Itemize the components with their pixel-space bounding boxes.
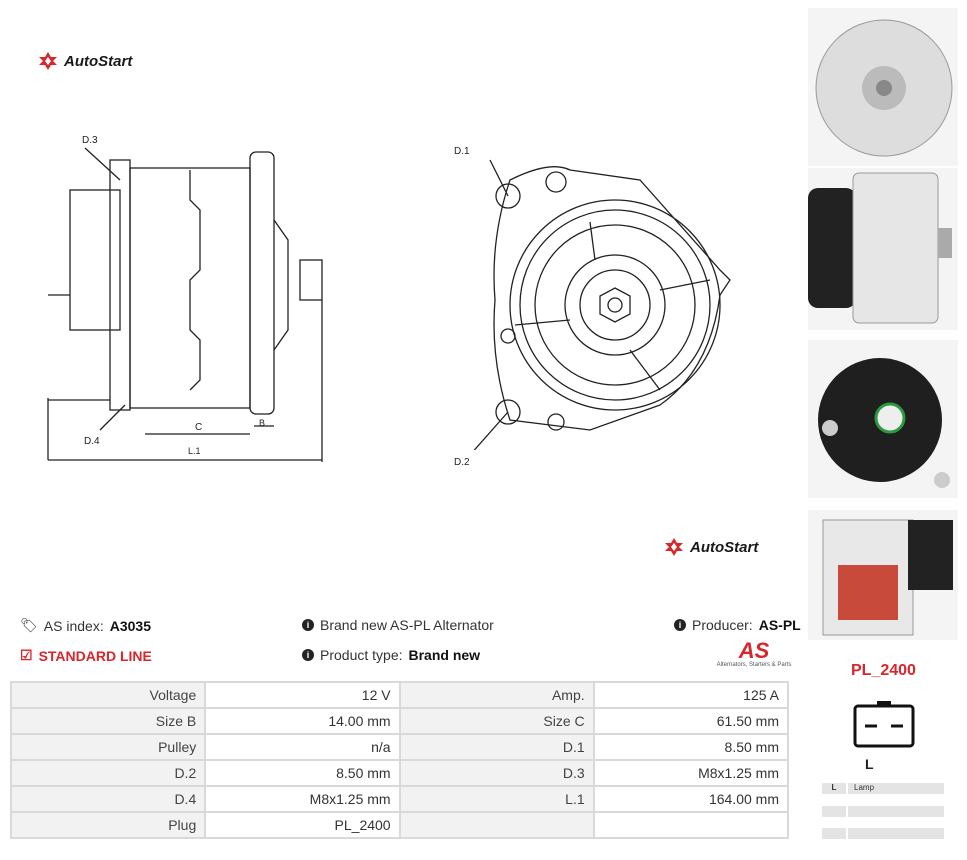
plug-legend-key: L (822, 783, 848, 794)
spec-value: 14.00 mm (204, 707, 401, 735)
spec-value: 12 V (204, 681, 401, 709)
spec-label: D.1 (398, 733, 595, 761)
spec-value: 8.50 mm (204, 759, 401, 787)
asp-logo-tagline: Alternators, Starters & Parts (716, 662, 792, 668)
product-photo-angle (808, 510, 958, 640)
spec-value: 61.50 mm (592, 707, 790, 735)
as-index-label: AS index: (43, 617, 104, 634)
product-photo-side (808, 168, 958, 330)
spec-value: 8.50 mm (592, 733, 790, 761)
spec-value: 125 A (592, 681, 790, 709)
producer-value: AS-PL (758, 617, 801, 633)
spec-value: n/a (204, 733, 401, 761)
autostart-logo-icon (665, 538, 683, 556)
spec-label: Amp. (398, 681, 595, 709)
tags-icon: 🏷︎ (20, 617, 38, 633)
checkbox-checked-icon: ☑ (20, 647, 33, 663)
plug-connector-icon (853, 701, 915, 748)
label-d4: D.4 (84, 436, 100, 447)
brand-logo: AutoStart (38, 51, 132, 71)
spec-value: M8x1.25 mm (592, 759, 790, 787)
brand-name: AutoStart (690, 538, 759, 556)
label-d1: D.1 (454, 146, 470, 157)
plug-legend-value (848, 806, 854, 817)
brand-new-info: i Brand new AS-PL Alternator (302, 617, 494, 633)
info-circle-icon: i (674, 619, 686, 631)
label-c: C (195, 422, 203, 433)
plug-legend-value: Lamp (854, 783, 875, 792)
side-view-drawing (47, 147, 323, 462)
producer-label: Producer: (692, 617, 753, 633)
plug-legend-key (822, 828, 848, 839)
producer: i Producer: AS-PL (674, 617, 801, 633)
standard-line-label: STANDARD LINE (38, 647, 152, 664)
brand-name: AutoStart (64, 52, 133, 70)
spec-label: Pulley (9, 733, 207, 761)
spec-label: D.2 (9, 759, 207, 787)
label-b: B (259, 418, 266, 428)
product-type-value: Brand new (408, 647, 481, 663)
spec-label (398, 811, 595, 839)
spec-label: Size C (398, 707, 595, 735)
autostart-logo-icon (39, 52, 57, 70)
brand-logo-secondary: AutoStart (664, 537, 758, 557)
spec-value (592, 811, 790, 839)
asp-logo-mark: AS (738, 638, 770, 663)
spec-value: PL_2400 (204, 811, 401, 839)
plug-legend-key (822, 806, 848, 817)
as-index: 🏷︎ AS index: A3035 (20, 617, 151, 634)
front-view-drawing (473, 159, 731, 450)
spec-value: 164.00 mm (592, 785, 790, 813)
spec-value: M8x1.25 mm (204, 785, 401, 813)
spec-label: D.4 (9, 785, 207, 813)
info-circle-icon: i (302, 649, 314, 661)
product-type: i Product type: Brand new (302, 647, 480, 663)
spec-label: Voltage (9, 681, 207, 709)
plug-pin-label: L (865, 756, 874, 772)
plug-legend-value (848, 828, 854, 839)
plug-code: PL_2400 (851, 662, 916, 679)
plug-legend-row (822, 806, 944, 817)
plug-legend-row: L Lamp (822, 783, 944, 794)
brand-new-label: Brand new AS-PL Alternator (320, 617, 494, 633)
product-photo-rear (808, 340, 958, 498)
standard-line-badge: ☑ STANDARD LINE (20, 647, 152, 664)
label-l1: L.1 (188, 446, 201, 456)
spec-label: Size B (9, 707, 207, 735)
label-d2: D.2 (454, 457, 470, 468)
info-circle-icon: i (302, 619, 314, 631)
product-photo-front (808, 8, 958, 166)
asp-logo: AS Alternators, Starters & Parts (716, 638, 792, 669)
spec-label: D.3 (398, 759, 595, 787)
spec-label: L.1 (398, 785, 595, 813)
product-type-label: Product type: (320, 647, 403, 663)
plug-legend-row (822, 828, 944, 839)
spec-label: Plug (9, 811, 207, 839)
as-index-value: A3035 (109, 617, 151, 634)
label-d3: D.3 (82, 135, 98, 146)
